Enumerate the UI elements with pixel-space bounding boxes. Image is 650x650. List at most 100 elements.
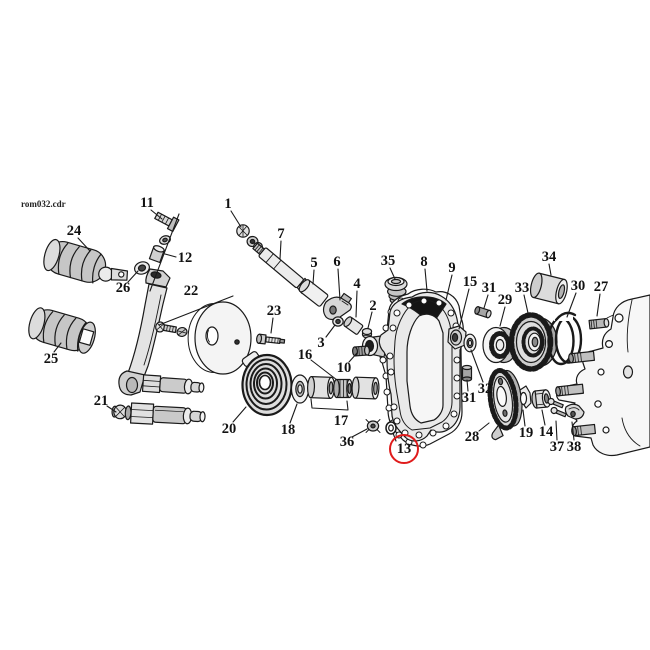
part-label-27: 27 bbox=[593, 278, 609, 295]
part-label-26: 26 bbox=[115, 279, 131, 296]
leader-line-18 bbox=[289, 403, 298, 424]
part-4-spacer bbox=[343, 316, 364, 335]
part-label-19: 19 bbox=[518, 424, 534, 441]
part-12-hardware-set bbox=[148, 235, 171, 264]
leader-line-32 bbox=[470, 349, 484, 383]
part-36-nut bbox=[365, 419, 381, 433]
part-28-kicker-gear bbox=[487, 368, 523, 441]
leader-line-33 bbox=[523, 294, 529, 314]
leader-line-38 bbox=[571, 421, 575, 441]
part-label-20: 20 bbox=[221, 420, 237, 437]
part-label-6: 6 bbox=[333, 253, 341, 270]
leader-line-30 bbox=[566, 292, 577, 318]
leader-line-37 bbox=[555, 420, 558, 441]
part-15-hex-boss bbox=[447, 325, 467, 350]
leader-line-3 bbox=[325, 324, 336, 338]
leader-line-9 bbox=[445, 274, 453, 301]
leader-line-25 bbox=[53, 342, 62, 353]
part-17-spacer-right bbox=[351, 376, 380, 400]
part-label-5: 5 bbox=[310, 254, 318, 271]
leader-line-11 bbox=[150, 209, 163, 220]
leader-line-28 bbox=[478, 422, 490, 432]
part-label-31-upper: 31 bbox=[481, 279, 497, 296]
part-24-footpeg bbox=[43, 238, 129, 284]
part-label-33: 33 bbox=[514, 279, 530, 296]
bracket-17 bbox=[310, 398, 349, 411]
leader-line-24 bbox=[77, 237, 91, 252]
leader-line-16 bbox=[310, 359, 338, 381]
part-label-23: 23 bbox=[266, 302, 282, 319]
leader-line-29 bbox=[499, 306, 506, 327]
drawing-filename-watermark: rom032.cdr bbox=[21, 199, 66, 209]
part-25-footpeg bbox=[28, 307, 96, 354]
part-label-1: 1 bbox=[224, 195, 232, 212]
leader-line-34 bbox=[548, 263, 552, 276]
part-label-32: 32 bbox=[477, 380, 493, 397]
part-label-7: 7 bbox=[277, 225, 285, 242]
part-38-clamp bbox=[564, 403, 585, 420]
part-22-kicker-arm-assembly bbox=[118, 268, 252, 396]
part-31-plug-lower bbox=[461, 364, 473, 382]
part-37-screws bbox=[547, 397, 567, 418]
part-label-22: 22 bbox=[183, 282, 199, 299]
part-label-21: 21 bbox=[93, 392, 109, 409]
leader-line-6 bbox=[337, 268, 341, 301]
part-5-bushing bbox=[298, 279, 329, 307]
part-label-16: 16 bbox=[297, 346, 313, 363]
part-label-8: 8 bbox=[420, 253, 428, 270]
part-label-37: 37 bbox=[549, 438, 565, 455]
part-label-4: 4 bbox=[353, 275, 361, 292]
leader-line-20 bbox=[232, 406, 247, 423]
part-23-screw bbox=[256, 333, 286, 345]
part-6-crank-arm bbox=[322, 292, 352, 321]
part-label-25: 25 bbox=[43, 350, 59, 367]
part-label-28: 28 bbox=[464, 428, 480, 445]
part-label-12: 12 bbox=[177, 249, 193, 266]
part-33-clutch-gear bbox=[508, 312, 558, 372]
part-label-30: 30 bbox=[570, 277, 586, 294]
leader-line-27 bbox=[596, 293, 601, 317]
leader-line-21 bbox=[106, 405, 117, 413]
part-label-13: 13 bbox=[389, 434, 419, 464]
part-27-stud bbox=[588, 318, 610, 330]
part-label-34: 34 bbox=[541, 248, 557, 265]
part-label-2: 2 bbox=[369, 297, 377, 314]
leader-line-12 bbox=[164, 253, 177, 258]
part-14-nut bbox=[531, 389, 552, 409]
part-9-kicker-cover bbox=[378, 291, 467, 442]
leader-line-31-upper bbox=[483, 294, 489, 309]
part-11-bolt bbox=[154, 211, 180, 233]
part-label-24: 24 bbox=[66, 222, 82, 239]
part-label-9: 9 bbox=[448, 259, 456, 276]
leader-line-23 bbox=[270, 317, 274, 334]
leader-line-31-lower bbox=[466, 379, 469, 392]
part-label-15: 15 bbox=[462, 273, 478, 290]
leader-lines bbox=[53, 209, 601, 442]
part-2-nut bbox=[361, 327, 373, 339]
part-label-11: 11 bbox=[140, 194, 154, 211]
part-label-17: 17 bbox=[333, 412, 349, 429]
part-label-31-lower: 31 bbox=[461, 389, 477, 406]
leader-line-1 bbox=[230, 210, 242, 228]
part-20-kicker-spring bbox=[241, 351, 293, 417]
part-label-3: 3 bbox=[317, 334, 325, 351]
part-label-36: 36 bbox=[339, 433, 355, 450]
part-21-pedal bbox=[111, 402, 206, 425]
leader-line-5 bbox=[312, 269, 315, 285]
leader-line-8 bbox=[424, 268, 428, 292]
leader-line-7 bbox=[279, 240, 282, 260]
part-13-washer bbox=[385, 421, 397, 435]
leader-line-36 bbox=[351, 428, 368, 438]
leader-line-35 bbox=[389, 267, 396, 280]
part-29-ratchet bbox=[482, 326, 518, 364]
leader-line-10 bbox=[348, 352, 358, 363]
leader-line-4 bbox=[355, 290, 358, 318]
part-label-35: 35 bbox=[380, 252, 396, 269]
label-bracket-lines bbox=[149, 213, 349, 411]
part-16-bushing bbox=[333, 378, 353, 399]
part-34-spacer bbox=[529, 272, 568, 305]
part-label-29: 29 bbox=[497, 291, 513, 308]
part-32-washer bbox=[463, 333, 477, 353]
